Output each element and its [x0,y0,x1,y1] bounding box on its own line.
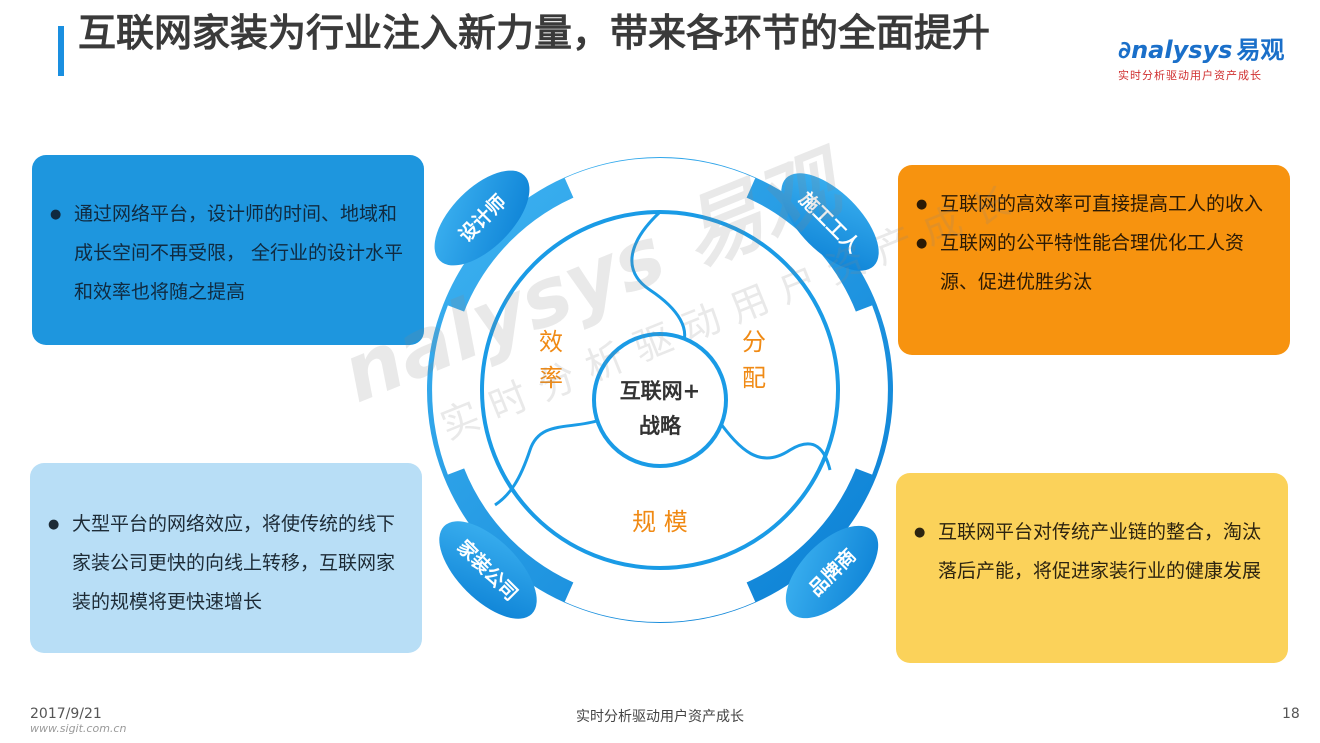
worker-benefit-box: 互联网的高效率可直接提高工人的收入 互联网的公平特性能合理优化工人资源、促进优胜… [898,165,1290,355]
logo-tagline: 实时分析驱动用户资产成长 [1118,69,1262,82]
efficiency-char-2: 率 [539,364,563,392]
footer-url: www.sigit.com.cn [30,722,127,735]
distribution-char-2: 配 [742,364,766,392]
bullet-item: 互联网平台对传统产业链的整合，淘汰落后产能，将促进家装行业的健康发展 [914,513,1270,591]
role-tab-brand: 品牌商 [785,525,879,619]
scale-label: 规 模 [632,508,688,536]
designer-benefit-box: 通过网络平台，设计师的时间、地域和成长空间不再受限， 全行业的设计水平和效率也将… [32,155,424,345]
strategy-wheel-diagram: 互联网+ 战略 效 率 分 配 规 模 设计师 施工工人 家装公司 品牌商 [427,157,893,623]
ring-gap [564,578,756,622]
ring-gap [847,305,888,475]
bullet-item: 互联网的公平特性能合理优化工人资源、促进优胜劣汰 [916,224,1272,302]
logo-text: nalysys [1131,36,1233,64]
footer-date: 2017/9/21 [30,706,102,722]
bullet-item: 大型平台的网络效应，将使传统的线下家装公司更快的向线上转移，互联网家装的规模将更… [48,505,404,622]
ring-gap [564,158,756,202]
puzzle-line-top [630,210,687,347]
distribution-char-1: 分 [742,328,766,356]
puzzle-line-left [494,418,601,507]
center-circle [592,332,728,468]
logo-a-mark: ∂ [1118,36,1132,64]
title-accent-bar [58,26,64,76]
puzzle-line-right [716,419,832,471]
role-tab-designer: 设计师 [434,170,530,266]
bullet-item: 互联网的高效率可直接提高工人的收入 [916,185,1272,224]
brand-benefit-box: 互联网平台对传统产业链的整合，淘汰落后产能，将促进家装行业的健康发展 [896,473,1288,663]
efficiency-char-1: 效 [539,328,563,356]
company-benefit-box: 大型平台的网络效应，将使传统的线下家装公司更快的向线上转移，互联网家装的规模将更… [30,463,422,653]
footer-tagline: 实时分析驱动用户资产成长 [576,709,744,725]
ring-gap [432,305,473,475]
bullet-item: 通过网络平台，设计师的时间、地域和成长空间不再受限， 全行业的设计水平和效率也将… [50,195,406,312]
center-label-line1: 互联网+ [620,379,701,403]
center-label-line2: 战略 [639,414,682,438]
page-title: 互联网家装为行业注入新力量，带来各环节的全面提升 [78,11,991,55]
logo-cn: 易观 [1236,36,1285,64]
page-number: 18 [1282,706,1300,722]
